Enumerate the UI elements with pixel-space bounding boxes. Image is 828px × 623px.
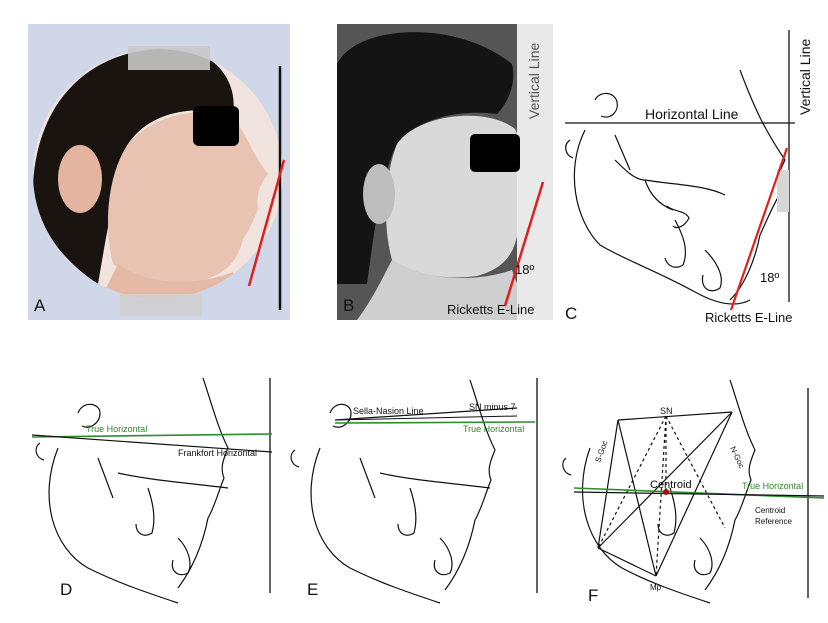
centroid-reference-label-2: Reference: [755, 517, 792, 526]
eye-mask: [470, 134, 520, 172]
panel-letter-f: F: [588, 586, 598, 606]
centroid-label: Centroid: [650, 479, 692, 491]
panel-letter-e: E: [307, 580, 318, 600]
panel-letter-b: B: [343, 296, 354, 316]
panel-c-tracing: Horizontal Line Vertical Line 18º Ricket…: [555, 20, 825, 330]
true-horizontal-label: True Horizontal: [86, 424, 147, 434]
panel-a-profile-photo: A: [28, 24, 290, 320]
true-horizontal-line: [32, 434, 272, 437]
panel-a-illustration: [28, 24, 290, 320]
panel-letter-a: A: [34, 296, 45, 316]
panel-d-tracing: True Horizontal Frankfort Horizontal D: [28, 368, 288, 618]
panel-b-illustration: Vertical Line 18º Ricketts E-Line: [337, 24, 553, 320]
sn-minus-label: SN minus 7: [469, 402, 516, 412]
angle-label: 18º: [760, 270, 779, 285]
sella-nasion-label: Sella-Nasion Line: [353, 406, 424, 416]
panel-f-tracing: SN S-Goc N-Goc Centroid True Horizontal …: [560, 368, 828, 618]
blur-box-top: [128, 46, 210, 70]
angle-label: 18º: [515, 262, 534, 277]
vertical-line-label: Vertical Line: [797, 39, 813, 115]
skull-tracing: [36, 378, 228, 603]
blur-box-bottom: [120, 294, 202, 316]
vertical-line-label: Vertical Line: [526, 43, 542, 119]
panel-letter-c: C: [565, 304, 577, 324]
true-horizontal-line: [335, 422, 535, 423]
horizontal-line-label: Horizontal Line: [645, 106, 739, 122]
ear-shape: [363, 164, 395, 224]
panel-b-profile-photo: Vertical Line 18º Ricketts E-Line B: [337, 24, 553, 320]
true-horizontal-label: True Horizontal: [463, 424, 524, 434]
eye-mask: [193, 106, 239, 146]
frankfort-label: Frankfort Horizontal: [178, 448, 257, 458]
ngoc-label: N-Goc: [728, 445, 746, 470]
panel-c-illustration: Horizontal Line Vertical Line 18º Ricket…: [555, 20, 825, 330]
panel-f-illustration: SN S-Goc N-Goc Centroid True Horizontal …: [560, 368, 828, 618]
sn-label: SN: [660, 406, 673, 416]
sgoc-label: S-Goc: [593, 439, 609, 463]
ear-shape: [58, 145, 102, 213]
panel-e-tracing: Sella-Nasion Line SN minus 7 True Horizo…: [285, 368, 555, 618]
eline-label: Ricketts E-Line: [705, 310, 792, 325]
eline-label: Ricketts E-Line: [447, 302, 534, 317]
centroid-reference-label-1: Centroid: [755, 506, 785, 515]
panel-letter-d: D: [60, 580, 72, 600]
shaded-region: [777, 170, 789, 212]
true-horizontal-label: True Horizontal: [742, 481, 803, 491]
e-line: [731, 148, 787, 310]
panel-e-illustration: Sella-Nasion Line SN minus 7 True Horizo…: [285, 368, 555, 618]
mp-label: Mp: [650, 583, 662, 592]
